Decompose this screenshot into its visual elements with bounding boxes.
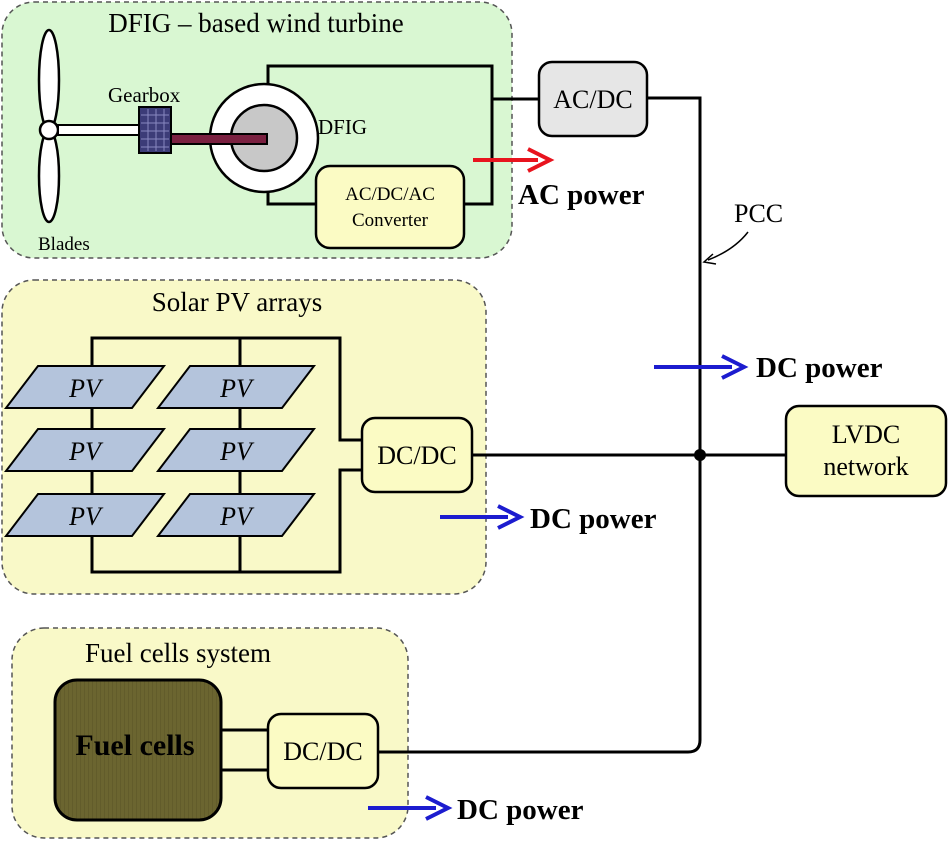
pcc-dc-power-label: DC power: [756, 352, 883, 384]
blades-icon: [37, 28, 61, 224]
wind-acdc-label: AC/DC: [553, 85, 632, 114]
solar-dc-power-label: DC power: [530, 503, 657, 535]
svg-text:PV: PV: [219, 437, 255, 466]
dfig-stator-wire: [266, 64, 494, 206]
pcc-label: PCC: [734, 199, 783, 228]
fuel-dcdc-label: DC/DC: [283, 737, 362, 766]
lvdc-network-line2: network: [823, 452, 908, 481]
wind-region-title: DFIG – based wind turbine: [108, 8, 403, 38]
pv-panel: PV: [155, 428, 317, 472]
fuel-dc-power-label: DC power: [457, 794, 584, 826]
pv-panel: PV: [155, 365, 317, 409]
svg-text:PV: PV: [219, 374, 255, 403]
gearbox-icon: [138, 106, 172, 154]
gearbox-label: Gearbox: [108, 83, 181, 107]
converter-label-line2: Converter: [352, 210, 429, 231]
blades-label: Blades: [38, 234, 90, 255]
svg-text:PV: PV: [68, 374, 104, 403]
solar-dcdc-label: DC/DC: [377, 441, 456, 470]
fuel-cells-label: Fuel cells: [75, 729, 194, 762]
low-speed-shaft: [57, 124, 141, 136]
lvdc-network-line1: LVDC: [832, 420, 900, 449]
pcc-pointer: [707, 231, 749, 261]
solar-region-title: Solar PV arrays: [152, 287, 322, 317]
pcc-node: [694, 449, 706, 461]
svg-text:PV: PV: [68, 437, 104, 466]
dfig-label: DFIG: [318, 115, 367, 139]
pv-panel: PV: [3, 428, 167, 472]
acdcac-converter-box: [314, 164, 466, 250]
converter-label-line1: AC/DC/AC: [345, 184, 435, 205]
lvdc-network-box: [784, 404, 948, 498]
fuel-region-title: Fuel cells system: [85, 638, 271, 668]
pv-panel: PV: [3, 493, 167, 537]
pv-panel: PV: [3, 365, 167, 409]
svg-text:PV: PV: [219, 502, 255, 531]
main-dc-bus: [378, 96, 702, 754]
high-speed-shaft: [170, 133, 268, 145]
pv-panel: PV: [155, 493, 317, 537]
fuel-cells-block: [53, 678, 223, 822]
ac-power-label: AC power: [518, 179, 645, 211]
svg-text:PV: PV: [68, 502, 104, 531]
